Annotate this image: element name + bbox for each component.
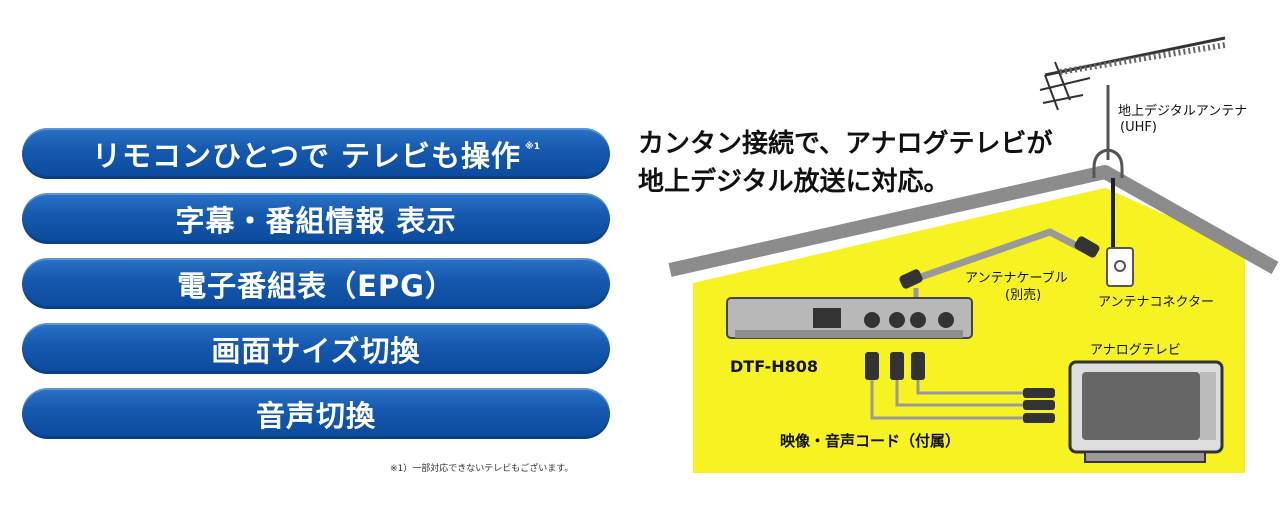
headline-line1: カンタン接続で、アナログテレビが [638, 128, 1052, 159]
av-cord [870, 380, 1025, 420]
feature-label: 音声切換 [255, 398, 376, 433]
cable-label: アンテナケーブル [965, 270, 1068, 286]
feature-label: 字幕・番組情報 表示 [175, 203, 457, 238]
antenna-connector-icon [1106, 247, 1134, 287]
feature-epg: 電子番組表（EPG） [22, 258, 610, 309]
feature-audio: 音声切換 [22, 388, 610, 439]
antenna-icon [1039, 36, 1226, 178]
headline-line2: 地上デジタル放送に対応。 [638, 166, 949, 197]
feature-subtitles: 字幕・番組情報 表示 [22, 193, 610, 244]
feature-label: リモコンひとつで テレビも操作 [91, 138, 522, 173]
footnote: ※1）一部対応できないテレビもございます。 [390, 464, 574, 474]
connector-label: アンテナコネクター [1098, 295, 1214, 310]
antenna-sub-label: (UHF) [1120, 120, 1157, 135]
feature-screen-size: 画面サイズ切換 [22, 323, 610, 374]
tv-icon [1068, 360, 1224, 463]
antenna-cable [910, 228, 1087, 284]
feature-label: 電子番組表（EPG） [177, 268, 455, 303]
house-roof [668, 165, 1279, 277]
feature-remote-control: リモコンひとつで テレビも操作 ※1 [22, 128, 610, 179]
cable-sub-label: (別売) [1005, 287, 1041, 303]
av-cord-label: 映像・音声コード（付属） [780, 432, 960, 450]
av-plugs [865, 352, 1055, 423]
feature-label: 画面サイズ切換 [211, 333, 421, 368]
footnote-mark: ※1 [525, 141, 541, 152]
tv-label: アナログテレビ [1090, 343, 1181, 358]
tuner-device-icon [726, 297, 973, 339]
feature-list: リモコンひとつで テレビも操作 ※1 字幕・番組情報 表示 電子番組表（EPG）… [22, 128, 610, 453]
antenna-label: 地上デジタルアンテナ [1118, 103, 1247, 119]
device-label: DTF-H808 [730, 357, 818, 376]
